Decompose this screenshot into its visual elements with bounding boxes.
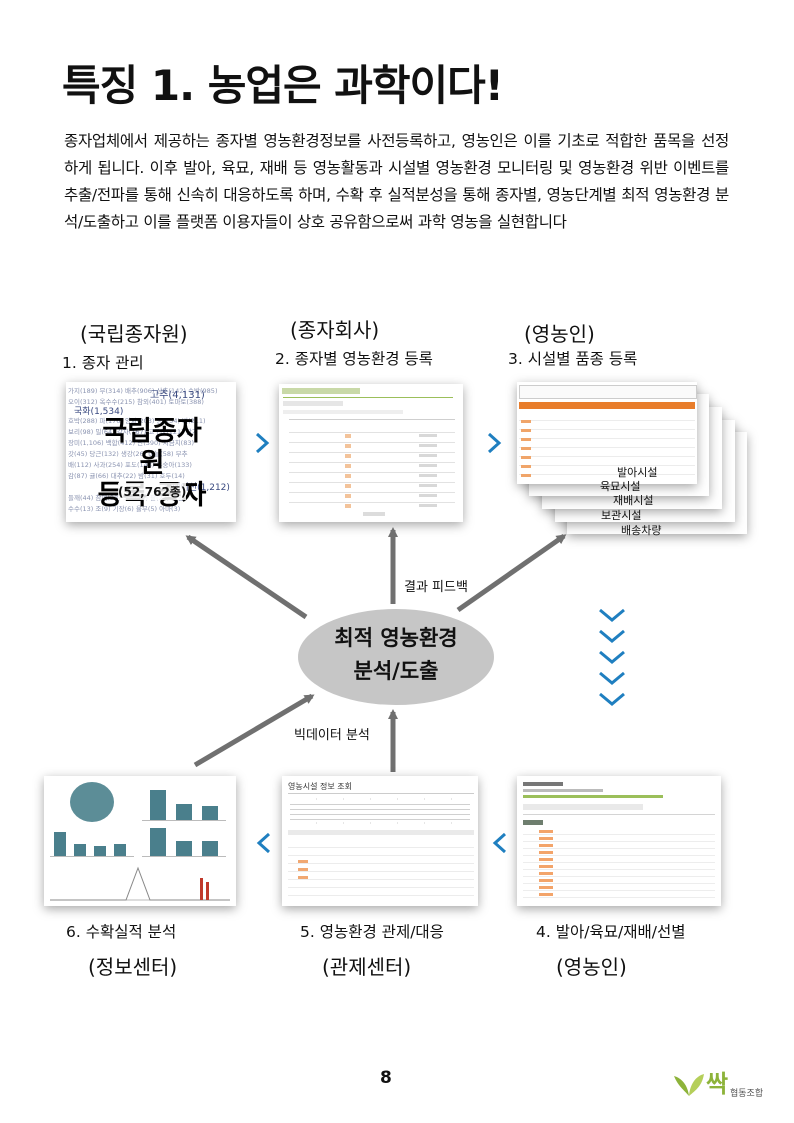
facility-storage: 보관시설 <box>601 509 642 522</box>
step1-label: 1. 종자 관리 <box>62 354 144 372</box>
step2-org: (종자회사) <box>290 318 380 342</box>
step4-label: 4. 발아/육묘/재배/선별 <box>536 923 686 941</box>
step4-org: (영농인) <box>556 955 627 979</box>
form-rows <box>289 432 455 512</box>
sprout-icon <box>674 1074 704 1096</box>
facility-germination: 발아시설 <box>617 466 658 479</box>
chevron-right-icon <box>487 432 502 454</box>
ssak-coop-logo: 싹 협동조합 <box>672 1064 772 1104</box>
registry-title-line1: 국립종자원 <box>102 416 202 479</box>
facility-delivery-vehicle: 배송차량 <box>621 524 662 537</box>
step2-label: 2. 종자별 영농환경 등록 <box>275 350 433 368</box>
cloud-word-chrysanthemum: 국화(1,534) <box>74 407 124 417</box>
step3-org: (영농인) <box>524 322 595 346</box>
cloud-word-pepper: 고추(4,131) <box>150 390 205 401</box>
facility-monitoring-thumbnail: 영농시설 정보 조회 <box>282 776 478 906</box>
step1-org: (국립종자원) <box>80 322 188 346</box>
seed-environment-form-thumbnail <box>279 384 463 522</box>
chevron-left-icon <box>492 832 507 854</box>
chevron-down-stack-icon <box>599 608 625 706</box>
facility-registration-stack: 발아시설 육묘시설 재배시설 보관시설 배송차량 <box>517 380 757 540</box>
center-label: 최적 영농환경 분석/도출 <box>298 622 494 688</box>
center-label-line1: 최적 영농환경 <box>334 626 458 650</box>
facility-cultivation: 재배시설 <box>613 494 654 507</box>
chevron-left-icon <box>256 832 271 854</box>
feedback-label: 결과 피드백 <box>404 580 468 595</box>
intro-paragraph: 종자업체에서 제공하는 종자별 영농환경정보를 사전등록하고, 영농인은 이를 … <box>64 132 729 231</box>
step6-label: 6. 수확실적 분석 <box>66 923 177 941</box>
center-label-line2: 분석/도출 <box>353 659 439 683</box>
step6-org: (정보센터) <box>88 955 178 979</box>
registry-count: (52,762종) <box>118 483 187 500</box>
harvest-analysis-thumbnail <box>44 776 236 906</box>
germination-table-thumbnail <box>517 776 721 906</box>
logo-text: 싹 <box>706 1070 729 1098</box>
center-ellipse <box>298 609 494 705</box>
step5-label: 5. 영농환경 관제/대응 <box>300 923 444 941</box>
seed-registry-thumbnail: 가지(189) 무(314) 배추(906) 상추(142) 수박(985) 고… <box>66 382 236 522</box>
bigdata-label: 빅데이터 분석 <box>294 728 370 743</box>
page-title: 특징 1. 농업은 과학이다! <box>62 61 504 110</box>
chevron-right-icon <box>255 432 270 454</box>
step3-label: 3. 시설별 품종 등록 <box>508 350 638 368</box>
facility-nursery: 육묘시설 <box>600 480 641 493</box>
step5-org: (관제센터) <box>322 955 412 979</box>
logo-subtext: 협동조합 <box>730 1089 764 1099</box>
monitor-title: 영농시설 정보 조회 <box>288 782 352 791</box>
page-number: 8 <box>380 1068 392 1088</box>
